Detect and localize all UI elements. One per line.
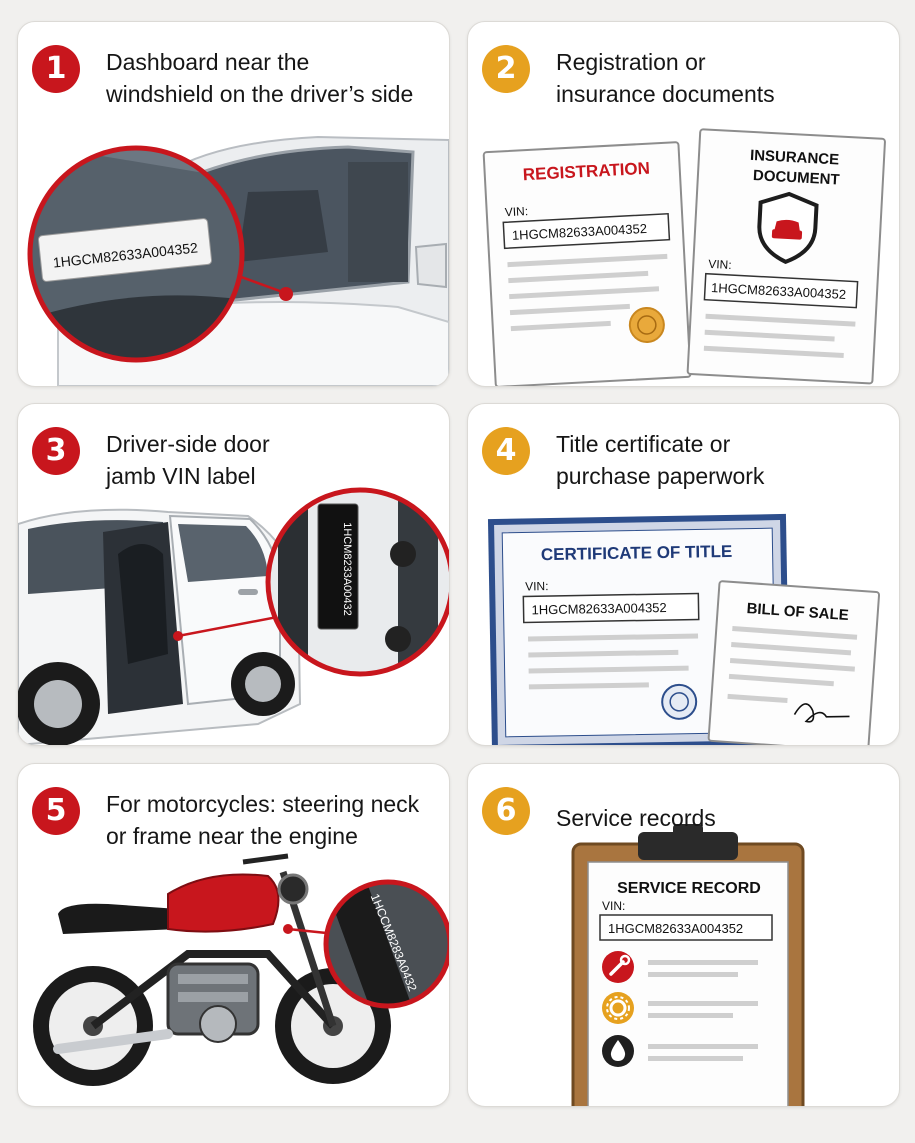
service-record-vin: 1HGCM82633A004352 (608, 921, 743, 936)
step-title: Dashboard near the windshield on the dri… (106, 49, 414, 107)
clipboard-illustration: SERVICE RECORD VIN: 1HGCM82633A004352 (571, 824, 805, 1106)
card-dashboard: 1HGCM82633A004352 1 Dashboard near the w… (17, 21, 450, 387)
step-title: Driver-side door jamb VIN label (106, 431, 270, 489)
step-number-badge: 3 (32, 427, 80, 475)
step-number-badge: 6 (482, 787, 530, 835)
step-title: Title certificate or purchase paperwork (556, 431, 765, 489)
insurance-title-2: DOCUMENT (753, 167, 840, 189)
dashboard-illustration: 1HGCM82633A004352 (27, 135, 449, 386)
vin-label: VIN: (602, 899, 625, 913)
pointer-dot-icon (283, 924, 293, 934)
card-motorcycle: 1HCCM8283A0432 5 For motorcycles: steeri… (17, 763, 450, 1107)
step-number-badge: 1 (32, 45, 80, 93)
seal-icon (628, 306, 665, 343)
seal-icon (661, 683, 698, 720)
step-number-badge: 5 (32, 787, 80, 835)
certificate-title: CERTIFICATE OF TITLE (541, 542, 733, 564)
door-jamb-illustration: 1HCM8233A00432 (18, 487, 449, 745)
vin-label: VIN: (525, 579, 549, 593)
insurance-title-1: INSURANCE (750, 147, 840, 169)
card-service-records: SERVICE RECORD VIN: 1HGCM82633A004352 6 … (467, 763, 900, 1107)
service-record-title: SERVICE RECORD (617, 880, 761, 897)
title-documents-illustration: CERTIFICATE OF TITLE VIN: 1HGCM82633A004… (487, 513, 881, 745)
card-door-jamb: 1HCM8233A00432 3 Driver-side door jamb V… (17, 403, 450, 746)
motorcycle-illustration: 1HCCM8283A0432 (33, 853, 449, 1086)
pointer-dot-icon (279, 287, 293, 301)
door-jamb-vin-label: 1HCM8233A00432 (341, 522, 353, 616)
step-title: Service records (556, 805, 716, 831)
certificate-vin: 1HGCM82633A004352 (531, 600, 666, 617)
signature-icon (793, 703, 850, 723)
insurance-vin: 1HGCM82633A004352 (711, 280, 847, 302)
step-number-badge: 2 (482, 45, 530, 93)
card-title-certificate: CERTIFICATE OF TITLE VIN: 1HGCM82633A004… (467, 403, 900, 746)
step-title: For motorcycles: steering neck or frame … (106, 791, 420, 849)
step-number-badge: 4 (482, 427, 530, 475)
magnifier-ring (27, 145, 245, 363)
magnifier-ring (265, 487, 449, 677)
magnifier-ring (323, 879, 449, 1009)
documents-illustration: REGISTRATION VIN: 1HGCM82633A004352 INSU… (482, 128, 886, 386)
insurance-vin-label: VIN: (708, 257, 732, 272)
step-title: Registration or insurance documents (556, 49, 775, 107)
clipboard-clip-icon (638, 832, 738, 860)
vin-label: VIN: (504, 204, 528, 219)
card-registration-insurance: REGISTRATION VIN: 1HGCM82633A004352 INSU… (467, 21, 900, 387)
pointer-dot-icon (173, 631, 183, 641)
registration-vin: 1HGCM82633A004352 (512, 221, 648, 243)
